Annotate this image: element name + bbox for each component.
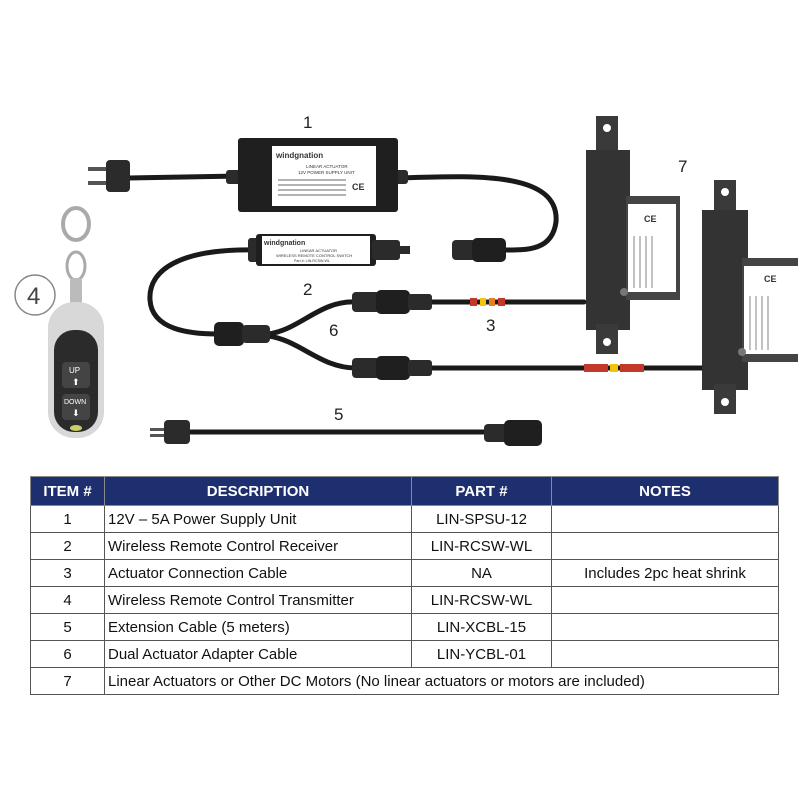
cell-item: 4 (30, 586, 105, 614)
cell-description: Wireless Remote Control Transmitter (104, 586, 412, 614)
psu-title: LINEAR ACTUATOR (306, 164, 348, 169)
wiring-diagram: windgnation LINEAR ACTUATOR 12V POWER SU… (14, 113, 798, 446)
psu-subtitle: 12V POWER SUPPLY UNIT (298, 170, 355, 175)
cell-item: 7 (30, 667, 105, 695)
wireless-receiver: windgnation LINEAR ACTUATOR WIRELESS REM… (248, 234, 410, 266)
table-row: 4 Wireless Remote Control Transmitter LI… (30, 586, 779, 614)
remote-up-label: UP (69, 366, 80, 375)
cell-notes (551, 640, 779, 668)
callout-5: 5 (334, 405, 343, 424)
ac-power-cord (125, 173, 243, 181)
receiver-output-cable (147, 247, 261, 337)
callout-2: 2 (303, 280, 312, 299)
y-split-upper-branch (265, 299, 359, 337)
psu-brand: windgnation (275, 151, 323, 160)
receiver-input-connector (452, 238, 506, 262)
table-row: 2 Wireless Remote Control Receiver LIN-R… (30, 532, 779, 560)
receiver-title: LINEAR ACTUATOR (300, 248, 337, 253)
svg-text:CE: CE (764, 274, 777, 284)
table-row: 6 Dual Actuator Adapter Cable LIN-YCBL-0… (30, 640, 779, 668)
parts-table: ITEM # DESCRIPTION PART # NOTES 1 12V – … (30, 476, 779, 695)
table-row: 7 Linear Actuators or Other DC Motors (N… (30, 667, 779, 695)
cell-part: LIN-RCSW-WL (411, 586, 552, 614)
cell-item: 1 (30, 505, 105, 533)
cell-part: LIN-RCSW-WL (411, 532, 552, 560)
cell-item: 6 (30, 640, 105, 668)
callout-7: 7 (678, 157, 687, 176)
extension-cable-socket-end (484, 420, 542, 446)
cell-part: LIN-YCBL-01 (411, 640, 552, 668)
cell-item: 3 (30, 559, 105, 587)
remote-control-transmitter: UP ⬆ DOWN ⬇ (48, 206, 104, 438)
cell-notes (551, 505, 779, 533)
cell-description: Actuator Connection Cable (104, 559, 412, 587)
receiver-brand: windgnation (263, 240, 305, 247)
table-row: 1 12V – 5A Power Supply Unit LIN-SPSU-12 (30, 505, 779, 533)
cell-item: 2 (30, 532, 105, 560)
cell-description: Wireless Remote Control Receiver (104, 532, 412, 560)
table-row: 3 Actuator Connection Cable NA Includes … (30, 559, 779, 587)
heat-shrink-upper (470, 298, 505, 306)
svg-text:⬇: ⬇ (72, 409, 80, 419)
cell-part: LIN-SPSU-12 (411, 505, 552, 533)
cell-description: Extension Cable (5 meters) (104, 613, 412, 641)
ac-plug (88, 160, 130, 192)
psu-output-cable (395, 174, 559, 253)
cell-description: Dual Actuator Adapter Cable (104, 640, 412, 668)
cell-description: 12V – 5A Power Supply Unit (104, 505, 412, 533)
header-part: PART # (411, 476, 552, 506)
callout-1: 1 (303, 113, 312, 132)
header-item: ITEM # (30, 476, 105, 506)
y-adapter-output-upper (352, 290, 432, 314)
item-4-circle (14, 274, 56, 316)
cell-notes (551, 613, 779, 641)
cell-notes (551, 586, 779, 614)
receiver-subtitle: WIRELESS REMOTE CONTROL SWITCH (276, 253, 352, 258)
cell-description-wide: Linear Actuators or Other DC Motors (No … (104, 667, 779, 695)
cell-notes: Includes 2pc heat shrink (551, 559, 779, 587)
header-description: DESCRIPTION (104, 476, 412, 506)
extension-cable-plug-end (150, 420, 190, 444)
linear-actuator-upper: CE (586, 116, 680, 354)
svg-text:CE: CE (644, 214, 657, 224)
table-row: 5 Extension Cable (5 meters) LIN-XCBL-15 (30, 613, 779, 641)
receiver-part: Part #: LIN-RCSW-WL (294, 259, 330, 263)
svg-text:CE: CE (352, 182, 365, 192)
linear-actuator-lower: CE (702, 180, 798, 414)
y-adapter-input-connector (214, 322, 270, 346)
power-supply-unit: windgnation LINEAR ACTUATOR 12V POWER SU… (226, 138, 408, 212)
cell-part: NA (411, 559, 552, 587)
callout-4: 4 (27, 283, 40, 310)
y-adapter-output-lower (352, 356, 432, 380)
y-split-lower-branch (265, 333, 359, 371)
cables (125, 173, 705, 435)
header-notes: NOTES (551, 476, 779, 506)
cell-notes (551, 532, 779, 560)
heat-shrink-lower (584, 364, 644, 372)
callout-3: 3 (486, 316, 495, 335)
cell-part: LIN-XCBL-15 (411, 613, 552, 641)
cell-item: 5 (30, 613, 105, 641)
table-header-row: ITEM # DESCRIPTION PART # NOTES (30, 476, 779, 506)
callout-6: 6 (329, 321, 338, 340)
svg-text:⬆: ⬆ (72, 378, 80, 388)
remote-down-label: DOWN (64, 399, 86, 406)
